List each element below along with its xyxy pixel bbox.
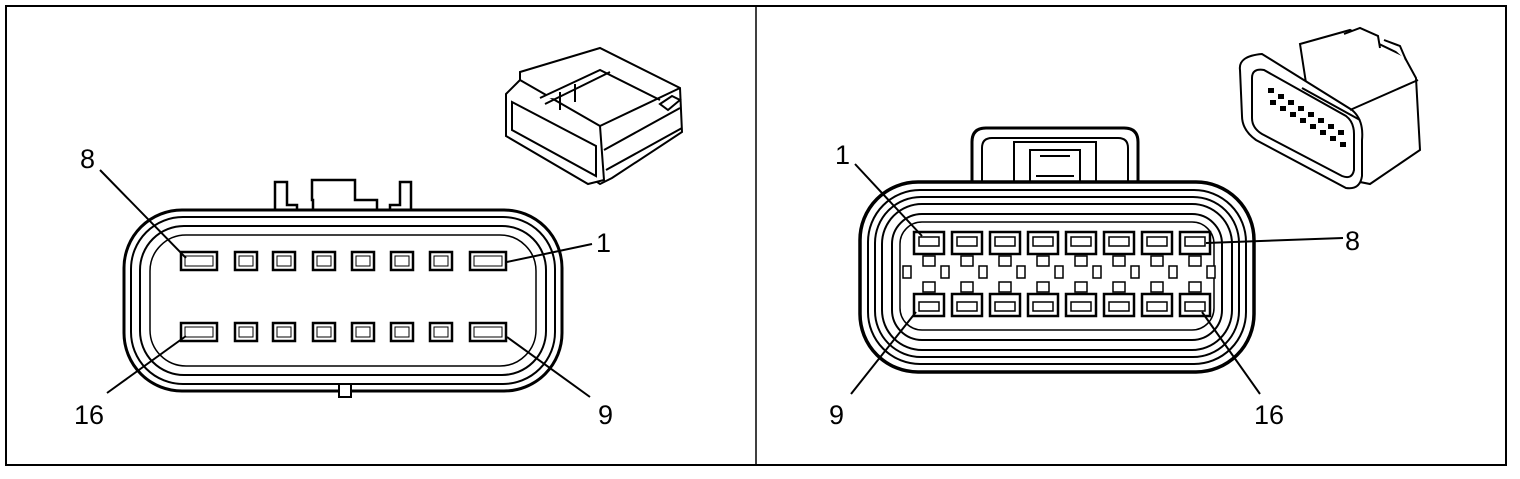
leader-left-8 (99, 169, 187, 259)
left-pin-top-2 (233, 250, 259, 272)
right-latch-hood-inner (981, 137, 1129, 190)
left-shell-inner (139, 225, 547, 376)
right-pin-bottom-8 (1178, 281, 1212, 318)
leader-right-8 (1205, 237, 1344, 244)
thumb-pin-1-8 (1338, 130, 1344, 135)
right-key-slot-7 (1130, 265, 1140, 279)
right-shell-ring-3 (881, 203, 1233, 351)
left-label-1: 1 (596, 228, 611, 258)
thumb-pin-1-3 (1288, 100, 1294, 105)
right-pin-bottom-2 (950, 281, 984, 318)
left-leaders (99, 169, 593, 398)
thumb-pin-1-1 (1268, 88, 1274, 93)
thumb-pin-1-6 (1318, 118, 1324, 123)
thumb-pin-2-3 (1290, 112, 1296, 117)
thumb-pin-2-2 (1280, 106, 1286, 111)
left-lock-tab (273, 178, 413, 217)
right-pin-cavities (902, 230, 1216, 318)
left-pin-bottom-4 (311, 321, 337, 343)
right-key-slot-9 (1206, 265, 1216, 279)
right-shell-face (891, 213, 1223, 341)
right-pin-top-4 (1026, 230, 1060, 267)
thumb-pin-2-6 (1320, 130, 1326, 135)
left-pin-bottom-2 (233, 321, 259, 343)
right-pin-bottom-4 (1026, 281, 1060, 318)
left-bottom-key (338, 383, 352, 398)
right-pin-top-6 (1102, 230, 1136, 267)
right-shell-ring-2 (874, 196, 1240, 358)
right-pin-top-3 (988, 230, 1022, 267)
left-pin-bottom-1 (179, 321, 219, 343)
left-pin-bottom-6 (389, 321, 415, 343)
right-key-slot-8 (1168, 265, 1178, 279)
thumb-pin-2-8 (1340, 142, 1346, 147)
thumb-pin-2-1 (1270, 100, 1276, 105)
left-pin-bottom-7 (428, 321, 454, 343)
left-label-9: 9 (598, 400, 613, 430)
left-pin-bottom-5 (350, 321, 376, 343)
right-pin-top-2 (950, 230, 984, 267)
right-pin-top-8 (1178, 230, 1212, 267)
right-pin-bottom-7 (1140, 281, 1174, 318)
leader-left-1 (506, 243, 593, 263)
right-label-16: 16 (1254, 400, 1284, 430)
right-key-slot-5 (1054, 265, 1064, 279)
right-leaders (850, 163, 1344, 395)
right-thumbnail-pins (1268, 88, 1346, 147)
thumb-pin-1-7 (1328, 124, 1334, 129)
right-label-9: 9 (829, 400, 844, 430)
right-key-slot-3 (978, 265, 988, 279)
right-pin-top-5 (1064, 230, 1098, 267)
right-pin-top-1 (912, 230, 946, 267)
left-pin-top-1 (179, 250, 219, 272)
right-label-1: 1 (835, 140, 850, 170)
right-label-8: 8 (1345, 226, 1360, 256)
thumb-pin-2-7 (1330, 136, 1336, 141)
left-pin-top-6 (389, 250, 415, 272)
right-connector-thumbnail (1238, 26, 1422, 190)
thumb-pin-2-4 (1300, 118, 1306, 123)
right-key-slot-6 (1092, 265, 1102, 279)
thumb-pin-1-5 (1308, 112, 1314, 117)
right-key-slot-4 (1016, 265, 1026, 279)
right-shell-ring-1 (867, 189, 1247, 365)
left-pin-top-7 (428, 250, 454, 272)
left-connector (122, 178, 564, 398)
thumb-pin-1-2 (1278, 94, 1284, 99)
left-shell-outer (122, 208, 564, 393)
right-key-slot-2 (940, 265, 950, 279)
left-pin-top-4 (311, 250, 337, 272)
leader-right-9 (850, 311, 917, 395)
left-shell-face (149, 234, 537, 367)
left-pin-top-5 (350, 250, 376, 272)
left-connector-thumbnail (505, 46, 684, 186)
left-pin-top-3 (271, 250, 297, 272)
right-latch-detail (1036, 155, 1074, 177)
right-pin-bottom-5 (1064, 281, 1098, 318)
right-key-slot-1 (902, 265, 912, 279)
right-pin-bottom-3 (988, 281, 1022, 318)
thumb-pin-2-5 (1310, 124, 1316, 129)
leader-right-16 (1201, 311, 1261, 395)
leader-right-1 (854, 163, 923, 237)
right-pin-bottom-1 (912, 281, 946, 318)
leader-left-16 (106, 335, 187, 394)
left-label-8: 8 (80, 144, 95, 174)
thumb-pin-1-4 (1298, 106, 1304, 111)
left-label-16: 16 (74, 400, 104, 430)
right-pin-bottom-6 (1102, 281, 1136, 318)
left-pin-bottom-8 (468, 321, 508, 343)
left-pin-bottom-3 (271, 321, 297, 343)
right-pin-top-7 (1140, 230, 1174, 267)
left-pin-cavities (179, 250, 508, 343)
left-pin-top-8 (468, 250, 508, 272)
leader-left-9 (506, 336, 591, 398)
